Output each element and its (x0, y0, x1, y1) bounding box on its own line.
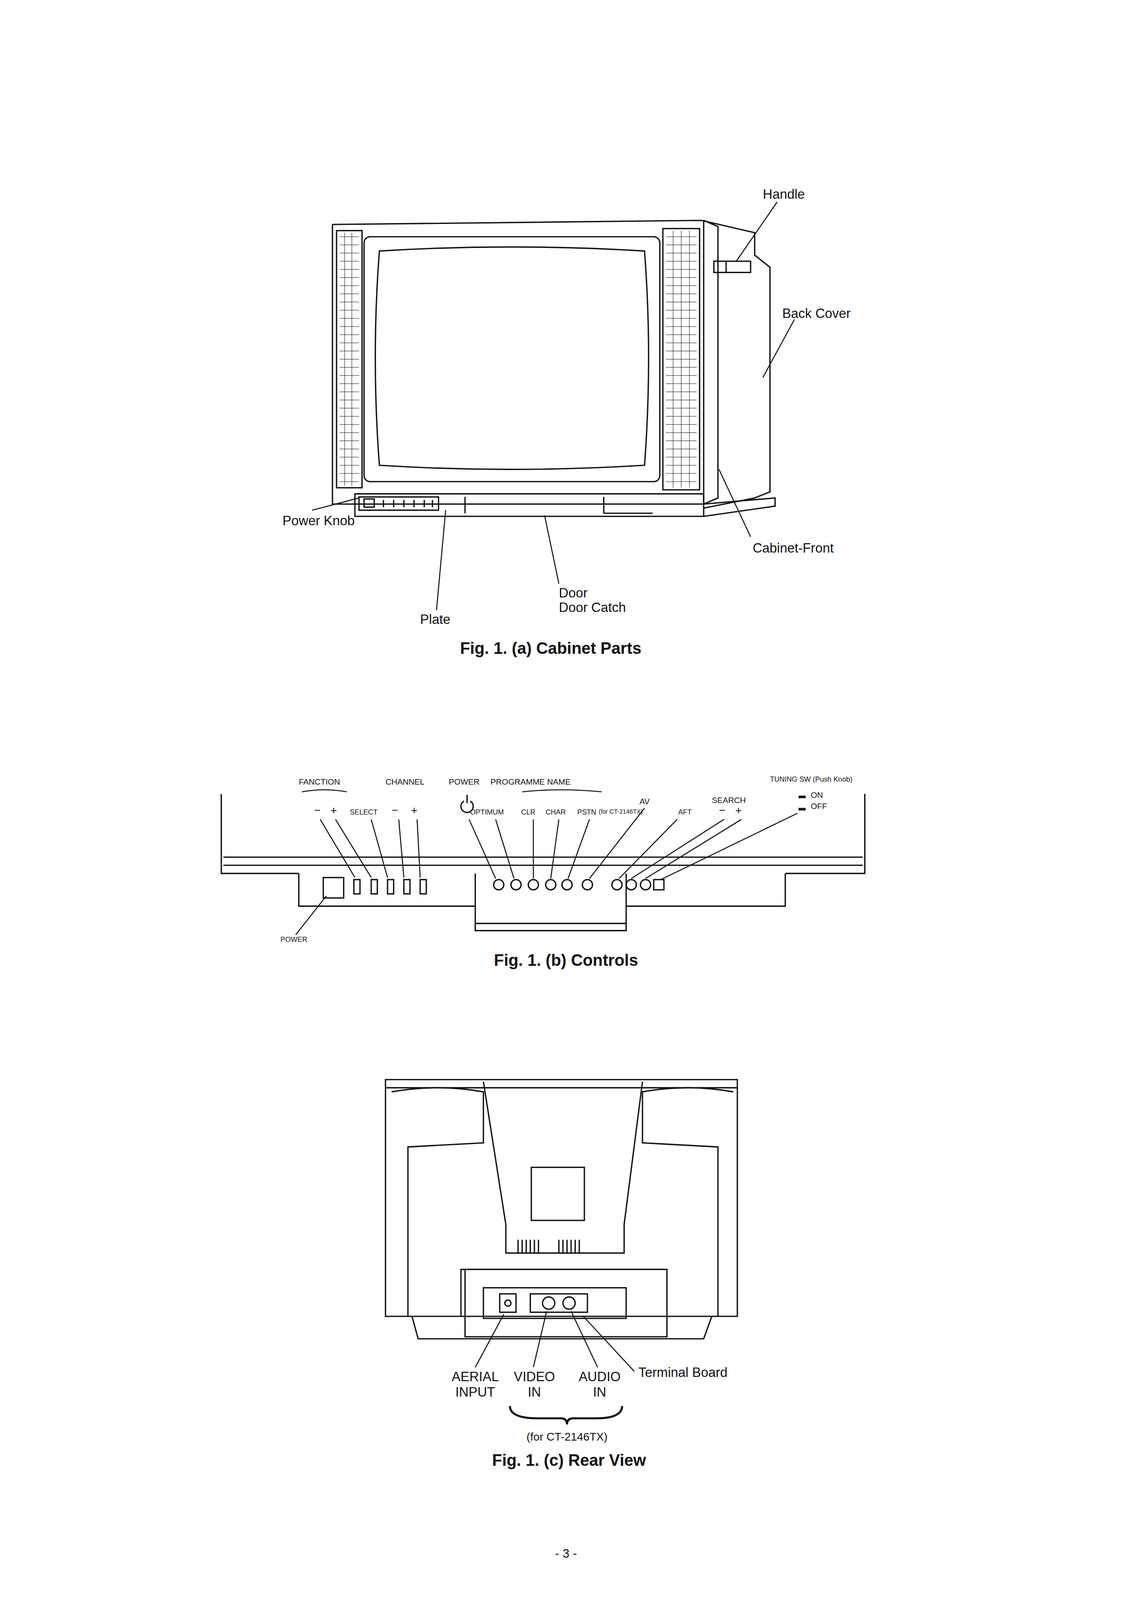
control-panel (221, 793, 865, 931)
part-label: Handle (762, 186, 805, 203)
control-label: CHAR (545, 807, 566, 816)
control-label: OFF (810, 801, 828, 811)
control-label: POWER (448, 777, 480, 787)
tv-rear (385, 1079, 738, 1338)
part-label: Cabinet-Front (752, 540, 834, 556)
control-label: CLR (521, 807, 536, 816)
leader-line (312, 202, 795, 610)
control-label: − (391, 803, 399, 817)
part-label: Power Knob (282, 513, 355, 529)
part-label: Door Catch (558, 599, 626, 616)
page-number: - 3 - (555, 1545, 578, 1561)
tv-cabinet (332, 220, 775, 517)
connector-label: Terminal Board (638, 1364, 728, 1380)
control-label: TUNING SW (Push Knob) (769, 774, 853, 784)
control-label: OPTIMUM (470, 807, 505, 816)
leader-line (475, 1310, 635, 1371)
control-label: PSTN (577, 807, 597, 816)
control-label: ON (810, 790, 824, 800)
control-label: SEARCH (711, 795, 746, 805)
connector-label: AERIAL INPUT (448, 1368, 502, 1399)
part-label: Back Cover (782, 305, 851, 322)
control-label: − (718, 803, 726, 817)
connector-label: (for CT-2146TX) (526, 1429, 608, 1443)
control-label: AV (639, 796, 650, 807)
part-label: Plate (420, 611, 451, 628)
control-label: SELECT (349, 807, 378, 816)
brace (510, 1405, 623, 1424)
control-label: + (410, 803, 418, 817)
control-label: + (735, 803, 742, 817)
connector-label: AUDIO IN (574, 1368, 625, 1399)
control-label: AFT (678, 807, 693, 816)
control-label: POWER (280, 935, 308, 944)
control-label: FANCTION (299, 777, 341, 787)
control-label: + (330, 803, 338, 817)
connector-label: VIDEO IN (510, 1368, 558, 1399)
bracket (302, 789, 602, 792)
leader-line (295, 807, 798, 935)
control-label: CHANNEL (385, 777, 425, 787)
caption: Fig. 1. (a) Cabinet Parts (460, 638, 642, 658)
control-label: (for CT-2146TX) (598, 807, 643, 815)
part-label: Door (558, 585, 588, 601)
control-label: PROGRAMME NAME (490, 777, 571, 787)
control-label: − (313, 803, 321, 817)
caption: Fig. 1. (b) Controls (493, 950, 638, 970)
caption: Fig. 1. (c) Rear View (492, 1450, 646, 1470)
